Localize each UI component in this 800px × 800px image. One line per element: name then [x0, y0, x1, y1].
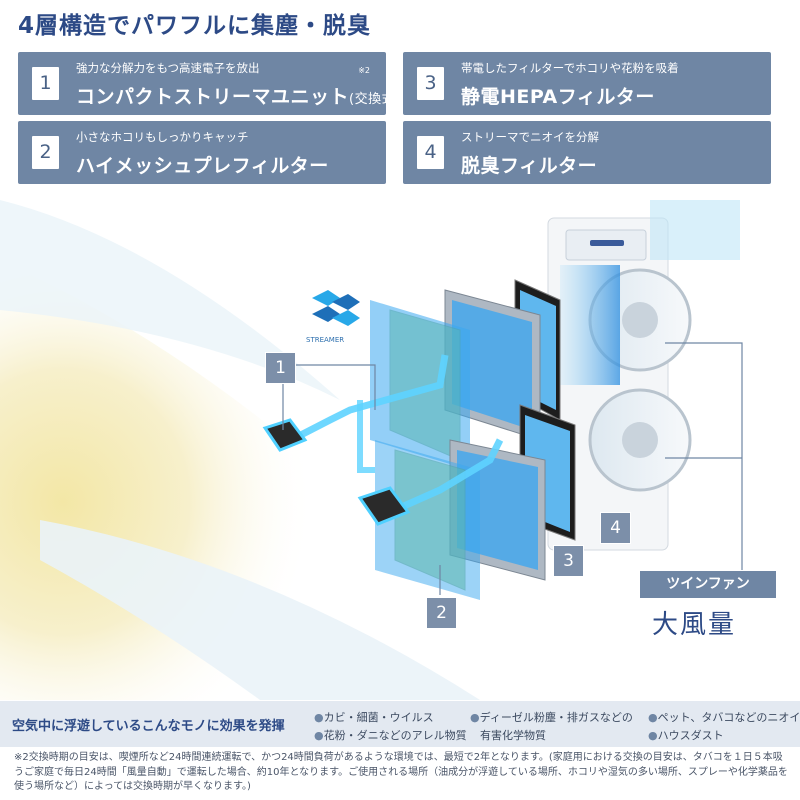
feature-number: 1 — [32, 67, 59, 100]
twin-fan-label: ツインファン — [640, 571, 776, 598]
feature-title: 静電HEPAフィルター — [461, 86, 655, 108]
feature-title: 脱臭フィルター — [461, 155, 598, 177]
control-panel-light — [590, 240, 624, 246]
feature-subtitle: ストリーマでニオイを分解 — [461, 130, 599, 144]
feature-card-2: 2 小さなホコリもしっかりキャッチ ハイメッシュプレフィルター — [18, 121, 386, 184]
feature-subtitle: 強力な分解力をもつ高速電子を放出 — [76, 61, 260, 75]
effect-item: ●ディーゼル粉塵・排ガスなどの — [470, 711, 633, 724]
feature-number: 3 — [417, 67, 444, 100]
streamer-beam — [393, 438, 504, 514]
streamer-logo-text: STREAMER — [306, 336, 344, 344]
marker-1: 1 — [265, 352, 296, 384]
feature-subtitle: 帯電したフィルターでホコリや花粉を吸着 — [461, 61, 679, 75]
effects-lead: 空気中に浮遊しているこんなモノに効果を発揮 — [12, 719, 285, 734]
callout-line-1 — [295, 364, 376, 410]
feature-title-paren: (交換式) — [349, 92, 401, 107]
product-illustration: STREAMER — [0, 200, 743, 700]
effect-item-continued: 有害化学物質 — [480, 729, 546, 742]
footnote: ※2交換時期の目安は、喫煙所など24時間連続運転で、かつ24時間負荷があるような… — [14, 752, 788, 792]
marker-2: 2 — [426, 597, 457, 629]
feature-card-1: 1 強力な分解力をもつ高速電子を放出 コンパクトストリーマユニット(交換式) ※… — [18, 52, 400, 115]
feature-number: 2 — [32, 136, 59, 169]
airflow-swirl — [40, 520, 480, 700]
airflow-top — [650, 200, 740, 260]
footnote-ref: ※2 — [358, 66, 370, 75]
marker-3: 3 — [553, 545, 584, 577]
streamer-unit-upper — [262, 418, 308, 452]
streamer-unit-lower — [357, 486, 411, 526]
fan-hub — [622, 422, 658, 458]
feature-card-3: 3 帯電したフィルターでホコリや花粉を吸着 静電HEPAフィルター — [403, 52, 771, 115]
feature-title: コンパクトストリーマユニット(交換式) — [76, 86, 401, 108]
airflow-swirl — [0, 200, 340, 400]
streamer-beam — [357, 400, 375, 473]
streamer-logo: STREAMER — [306, 290, 360, 344]
effect-item: ●カビ・細菌・ウイルス — [314, 711, 434, 724]
feature-card-4: 4 ストリーマでニオイを分解 脱臭フィルター — [403, 121, 771, 184]
page-title: 4層構造でパワフルに集塵・脱臭 — [18, 13, 372, 39]
airflow-label: 大風量 — [652, 610, 737, 640]
feature-subtitle: 小さなホコリもしっかりキャッチ — [76, 130, 249, 144]
effect-item: ●花粉・ダニなどのアレル物質 — [314, 729, 467, 742]
callout-line-fan — [665, 342, 743, 570]
streamer-beam — [293, 354, 449, 442]
feature-number: 4 — [417, 136, 444, 169]
feature-title: ハイメッシュプレフィルター — [76, 155, 329, 177]
airflow-blue — [370, 300, 470, 470]
effect-item: ●ハウスダスト — [648, 729, 724, 742]
hepa-filter-upper-inner — [452, 300, 532, 430]
airflow-blue — [560, 265, 620, 385]
marker-4: 4 — [600, 512, 631, 544]
effect-item: ●ペット、タバコなどのニオイ — [648, 711, 800, 724]
fan-hub — [622, 302, 658, 338]
effects-bar: 空気中に浮遊しているこんなモノに効果を発揮 ●カビ・細菌・ウイルス ●花粉・ダニ… — [0, 701, 800, 747]
